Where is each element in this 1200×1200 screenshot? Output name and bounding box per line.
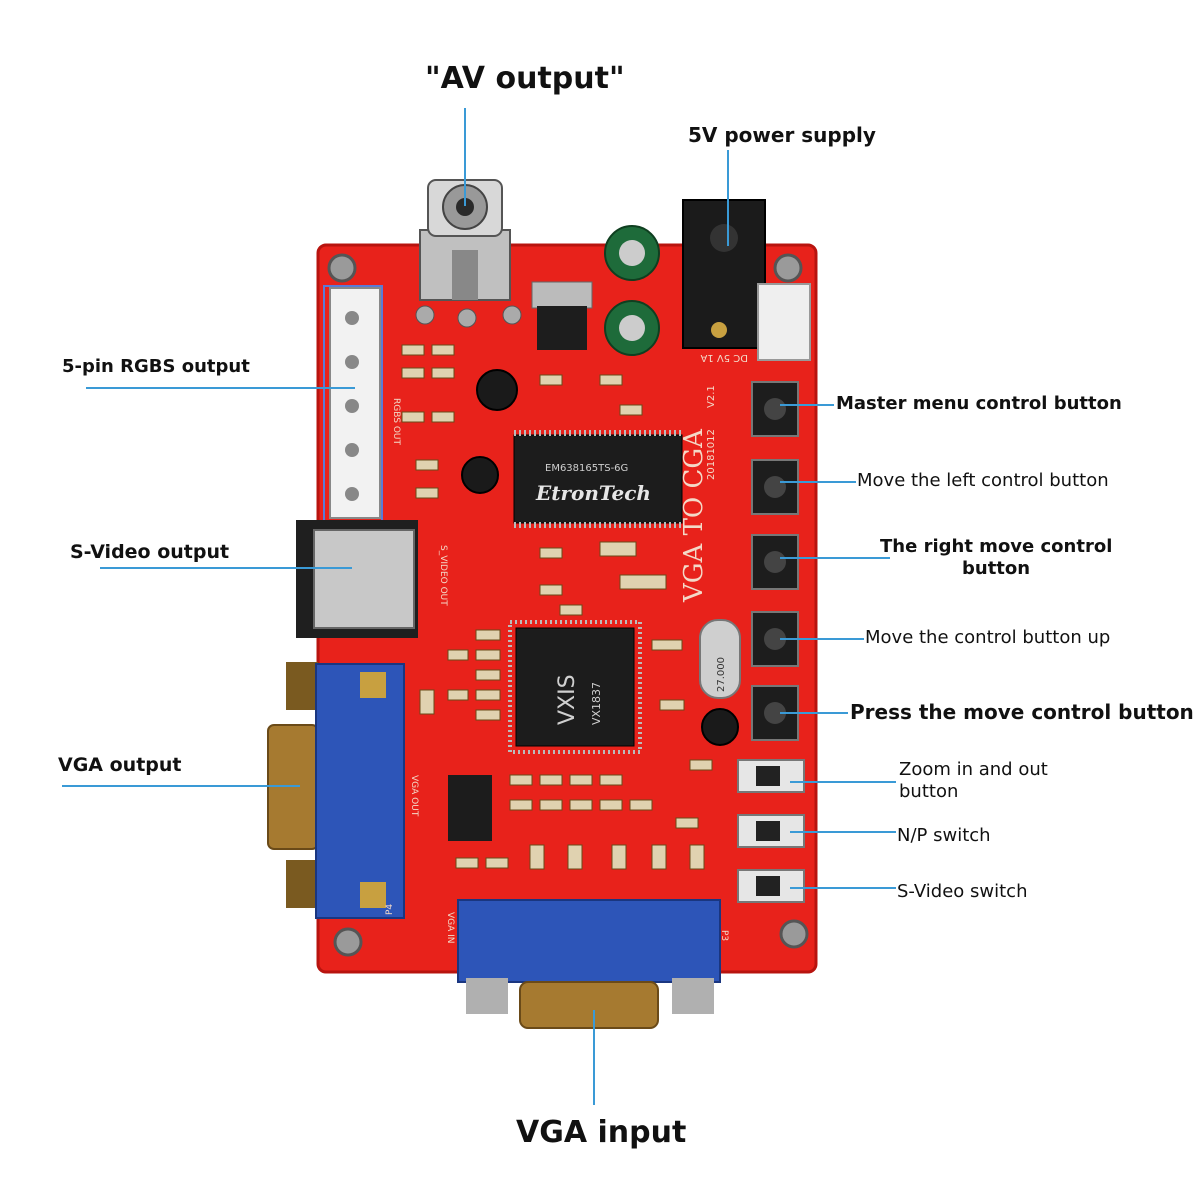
chip-top-brand-text: EtronTech xyxy=(535,481,651,505)
silk-vga-out-text: VGA OUT xyxy=(409,775,419,817)
logic-chip xyxy=(448,775,492,841)
slide-switches xyxy=(737,759,805,903)
crystal-oscillator xyxy=(699,619,741,699)
label-zoom-2: button xyxy=(899,781,959,802)
mount-hole-bl xyxy=(333,927,363,957)
chip-main-brand-text: VXIS xyxy=(555,674,580,725)
voltage-regulator xyxy=(531,281,593,350)
label-move-left: Move the left control button xyxy=(857,470,1109,491)
svideo-jack xyxy=(296,520,418,638)
silk-p4-text: P4 xyxy=(385,904,395,915)
mount-hole-br xyxy=(779,919,809,949)
board-version-text: V2.1 xyxy=(706,385,717,408)
board-date-text: 20181012 xyxy=(706,429,717,480)
rgbs-header xyxy=(323,285,383,523)
capacitors-top xyxy=(461,225,739,746)
label-right-move-1: The right move control xyxy=(880,536,1113,557)
mount-hole-tr xyxy=(773,253,803,283)
label-right-move-2: button xyxy=(962,558,1031,579)
leader-lines xyxy=(62,108,896,1105)
silk-rgbs-text: RGBS OUT xyxy=(391,398,401,445)
board-title-text: VGA TO CGA xyxy=(679,428,709,603)
rca-av-jack xyxy=(415,179,522,328)
chip-top-code-text: EM638165TS-6G xyxy=(545,463,628,474)
silk-vga-in-text: VGA IN xyxy=(445,912,455,944)
power-header xyxy=(757,283,811,361)
chip-main-model-text: VX1837 xyxy=(590,682,603,725)
silk-p3-text: P3 xyxy=(719,930,729,941)
silk-dc-text: DC 5V 1A xyxy=(700,352,748,363)
dc-power-jack xyxy=(682,199,766,349)
silk-svideo-text: S_VIDEO OUT xyxy=(438,545,448,606)
label-zoom-1: Zoom in and out xyxy=(899,759,1048,780)
label-svideo-output: S-Video output xyxy=(70,541,230,563)
label-master-menu: Master menu control button xyxy=(836,393,1122,414)
label-svideo-switch: S-Video switch xyxy=(897,881,1028,902)
label-av-output: "AV output" xyxy=(425,61,625,96)
vga-output-connector xyxy=(267,662,405,919)
memory-chip xyxy=(513,430,683,528)
label-press-move: Press the move control button xyxy=(850,700,1194,724)
label-vga-output: VGA output xyxy=(58,754,182,776)
label-np-switch: N/P switch xyxy=(897,825,991,846)
label-move-up: Move the control button up xyxy=(865,627,1111,648)
crystal-text: 27.000 xyxy=(716,657,727,692)
mount-hole-tl xyxy=(327,253,357,283)
label-power-supply: 5V power supply xyxy=(688,123,876,147)
label-rgbs-output: 5-pin RGBS output xyxy=(62,356,250,377)
label-vga-input: VGA input xyxy=(516,1115,687,1150)
smd-components xyxy=(401,344,713,870)
vga-input-connector xyxy=(457,899,721,1029)
tact-buttons xyxy=(751,381,799,741)
main-chip xyxy=(508,620,642,754)
